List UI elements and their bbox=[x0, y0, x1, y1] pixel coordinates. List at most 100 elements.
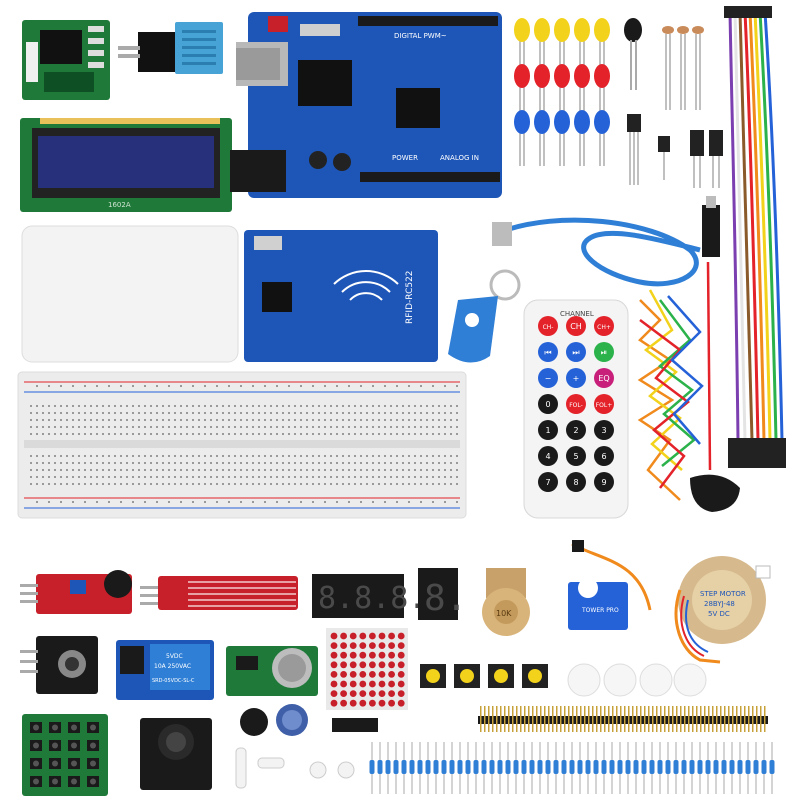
svg-text:7: 7 bbox=[545, 478, 550, 487]
potentiometer-label: 10K bbox=[496, 609, 512, 618]
stepper-text: STEP MOTOR bbox=[700, 590, 746, 598]
svg-text:2: 2 bbox=[573, 426, 578, 435]
led bbox=[574, 18, 590, 42]
photo-resistors bbox=[662, 26, 704, 110]
sg90-servo: TOWER PRO bbox=[568, 540, 652, 630]
remote-key bbox=[566, 420, 586, 440]
remote-key bbox=[538, 316, 558, 336]
jumper-wire-pins bbox=[724, 6, 786, 468]
svg-text:5: 5 bbox=[573, 452, 578, 461]
led bbox=[574, 64, 590, 88]
remote-key bbox=[566, 368, 586, 388]
servo-horns bbox=[235, 747, 355, 789]
remote-key bbox=[538, 472, 558, 492]
buzzers bbox=[240, 704, 308, 736]
led bbox=[554, 18, 570, 42]
water-level-sensor bbox=[140, 576, 298, 610]
svg-text:⏭: ⏭ bbox=[572, 348, 579, 357]
relay-text-1: 5VDC bbox=[166, 653, 183, 660]
led bbox=[514, 64, 530, 88]
remote-key bbox=[538, 342, 558, 362]
ir-sensor-module bbox=[20, 636, 98, 694]
remote-key bbox=[566, 342, 586, 362]
stepper-driver-board bbox=[22, 20, 110, 100]
led-dot-matrix bbox=[326, 628, 408, 710]
remote-key bbox=[566, 446, 586, 466]
keypad-module bbox=[22, 714, 108, 796]
led bbox=[554, 110, 570, 134]
svg-text:CH: CH bbox=[570, 322, 582, 331]
svg-text:FOL-: FOL- bbox=[569, 402, 583, 409]
rfid-model-label: RFID-RC522 bbox=[405, 270, 415, 324]
stepper-volt: 5V DC bbox=[708, 610, 730, 618]
ir-led bbox=[624, 18, 642, 90]
svg-text:4: 4 bbox=[545, 452, 550, 461]
push-buttons bbox=[420, 664, 548, 688]
rfid-white-card bbox=[21, 225, 239, 363]
remote-key bbox=[594, 472, 614, 492]
resistor-row bbox=[369, 742, 775, 794]
uno-power-label: POWER bbox=[392, 154, 418, 162]
uno-digital-label: DIGITAL PWM~ bbox=[394, 32, 447, 40]
single-digit-seven-segment: 8. bbox=[418, 568, 467, 620]
remote-key bbox=[594, 368, 614, 388]
remote-key bbox=[538, 446, 558, 466]
svg-text:⏯: ⏯ bbox=[601, 348, 607, 357]
sound-sensor-module bbox=[20, 570, 132, 614]
svg-text:3: 3 bbox=[601, 426, 606, 435]
remote-channel-label: CHANNEL bbox=[560, 310, 594, 318]
remote-key bbox=[538, 420, 558, 440]
svg-text:+: + bbox=[573, 374, 580, 383]
jumper-wire-bundle bbox=[728, 11, 784, 441]
battery-clip bbox=[690, 474, 740, 512]
rfid-rc522-module: RFID-RC522 bbox=[244, 230, 438, 362]
led bbox=[594, 110, 610, 134]
svg-text:9: 9 bbox=[601, 478, 606, 487]
usb-cable bbox=[492, 196, 720, 287]
remote-key bbox=[566, 472, 586, 492]
led bbox=[514, 18, 530, 42]
rfid-key-fob bbox=[448, 269, 521, 363]
relay-text-3: SRD-05VDC-SL-C bbox=[152, 678, 195, 684]
lcd-1602-module: 1602A bbox=[20, 118, 232, 212]
ir-receiver bbox=[627, 114, 641, 185]
relay-text-2: 10A 250VAC bbox=[154, 663, 191, 670]
svg-text:CH-: CH- bbox=[543, 324, 554, 331]
button-caps bbox=[567, 663, 707, 697]
remote-key bbox=[566, 316, 586, 336]
loose-jumper-wires bbox=[637, 261, 712, 501]
lcd-marking: 1602A bbox=[108, 201, 131, 209]
uno-analog-label: ANALOG IN bbox=[440, 154, 479, 162]
potentiometer: 10K bbox=[482, 568, 530, 636]
svg-text:−: − bbox=[545, 374, 552, 383]
remote-key bbox=[594, 446, 614, 466]
transistors bbox=[658, 130, 723, 188]
remote-key bbox=[594, 316, 614, 336]
led bbox=[534, 18, 550, 42]
stepper-motor: STEP MOTOR 28BYJ-48 5V DC bbox=[674, 556, 771, 664]
svg-text:0: 0 bbox=[545, 400, 550, 409]
led bbox=[534, 64, 550, 88]
svg-text:⏮: ⏮ bbox=[544, 348, 551, 357]
stepper-model: 28BYJ-48 bbox=[704, 600, 735, 608]
relay-module: 5VDC 10A 250VAC SRD-05VDC-SL-C bbox=[116, 640, 214, 700]
servo-brand: TOWER PRO bbox=[581, 607, 619, 614]
svg-text:EQ: EQ bbox=[598, 374, 609, 383]
svg-text:6: 6 bbox=[601, 452, 606, 461]
led bbox=[574, 110, 590, 134]
svg-text:FOL+: FOL+ bbox=[596, 402, 613, 409]
remote-key bbox=[594, 342, 614, 362]
joystick-module bbox=[140, 718, 212, 790]
remote-key bbox=[538, 368, 558, 388]
led bbox=[594, 64, 610, 88]
led bbox=[534, 110, 550, 134]
header-pins bbox=[478, 706, 768, 732]
led bbox=[514, 110, 530, 134]
arduino-uno-board: DIGITAL PWM~ POWER ANALOG IN bbox=[230, 12, 502, 198]
rtc-module bbox=[226, 646, 318, 696]
svg-text:1: 1 bbox=[545, 426, 550, 435]
ic-chip bbox=[332, 718, 378, 732]
led bbox=[554, 64, 570, 88]
